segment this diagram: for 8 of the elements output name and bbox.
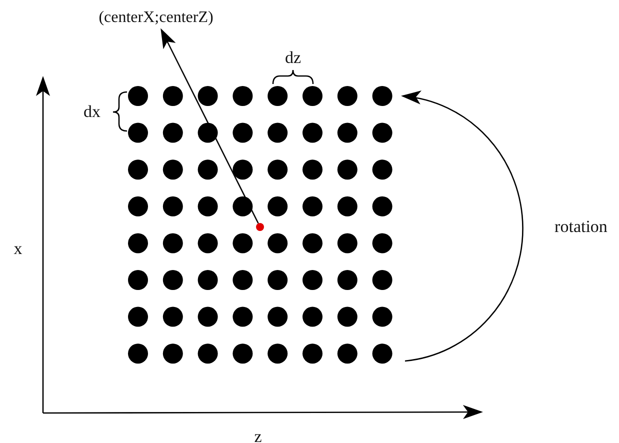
axis-label: x xyxy=(14,239,22,259)
leader-arrow xyxy=(160,28,259,224)
axis-label: dz xyxy=(284,48,302,68)
center-point xyxy=(256,223,264,231)
axis-label: rotation xyxy=(554,217,608,237)
axis-label: dx xyxy=(84,102,100,122)
axis-label: z xyxy=(254,427,262,443)
coordinate-label: (centerX;centerZ) xyxy=(86,8,226,28)
